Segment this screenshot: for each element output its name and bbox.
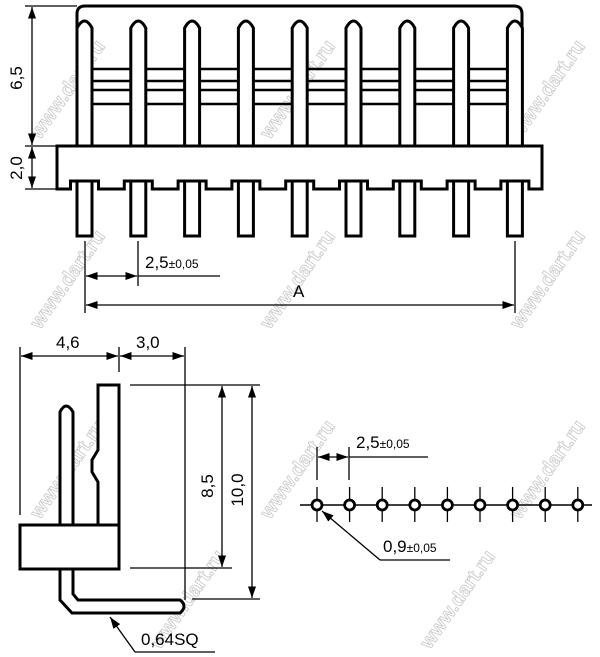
pcb-hole: [538, 498, 552, 512]
lower-pin: [290, 179, 309, 238]
dim-label-length: A: [293, 282, 305, 301]
side-housing: [18, 523, 121, 571]
watermark-text: www.dart.ru: [506, 226, 590, 333]
leader-line: [321, 510, 381, 561]
pin-size-label: 0,64SQ: [141, 630, 199, 649]
front-view: 6,5 2,0 2,5±0,05 A: [7, 4, 544, 313]
pcb-hole: [310, 498, 324, 512]
dim-label-hole-diameter: 0,9±0,05: [383, 537, 437, 556]
dim-label-rear-depth: 3,0: [136, 333, 160, 352]
rear-wall: [90, 383, 121, 525]
dim-label-hole-pitch: 2,5±0,05: [356, 433, 410, 452]
pcb-hole-layout: 2,5±0,05 0,9±0,05: [300, 433, 592, 561]
pcb-hole: [571, 498, 585, 512]
pcb-hole: [440, 498, 454, 512]
upper-pin: [129, 19, 148, 146]
lower-pin: [398, 179, 417, 238]
watermark-text: www.dart.ru: [416, 546, 500, 653]
side-pin: [58, 404, 75, 527]
pcb-hole: [375, 498, 389, 512]
pcb-hole: [408, 498, 422, 512]
lower-pin: [236, 179, 255, 238]
upper-pin: [452, 19, 471, 146]
lower-pins: [75, 179, 524, 238]
upper-pin: [236, 19, 255, 146]
watermark-text: www.dart.ru: [256, 226, 340, 333]
upper-pin: [344, 19, 363, 146]
upper-pin: [505, 19, 524, 146]
dim-label-pitch: 2,5±0,05: [145, 253, 199, 272]
watermark-text: www.dart.ru: [26, 226, 110, 333]
pcb-hole: [506, 498, 519, 512]
leader-line: [109, 616, 136, 653]
lower-pin: [183, 179, 202, 238]
dim-label-upper-height: 6,5: [7, 66, 26, 90]
housing-body: [55, 144, 544, 191]
watermark-text: www.dart.ru: [256, 416, 340, 523]
upper-pin: [75, 19, 94, 146]
dim-label-total-height: 10,0: [228, 473, 247, 506]
upper-pin: [183, 19, 202, 146]
guide-rails: [92, 67, 508, 106]
dim-label-front-depth: 4,6: [56, 333, 80, 352]
lower-pin: [129, 179, 148, 238]
pcb-hole: [473, 498, 487, 512]
upper-pins: [75, 19, 524, 146]
side-view: 4,6 3,0 8,5 10,0 0,64SQ: [18, 333, 260, 653]
lower-pin: [452, 179, 471, 238]
hole-row: [300, 487, 592, 522]
upper-pin: [290, 19, 309, 146]
dim-label-housing-height: 2,0: [7, 156, 26, 180]
lower-pin: [505, 179, 524, 238]
side-pin-bent: [58, 569, 186, 615]
upper-housing-outline: [75, 4, 524, 146]
upper-pin: [398, 19, 417, 146]
dim-label-body-height: 8,5: [198, 474, 217, 498]
pcb-hole: [343, 498, 357, 512]
lower-pin: [75, 179, 94, 238]
lower-pin: [344, 179, 363, 238]
